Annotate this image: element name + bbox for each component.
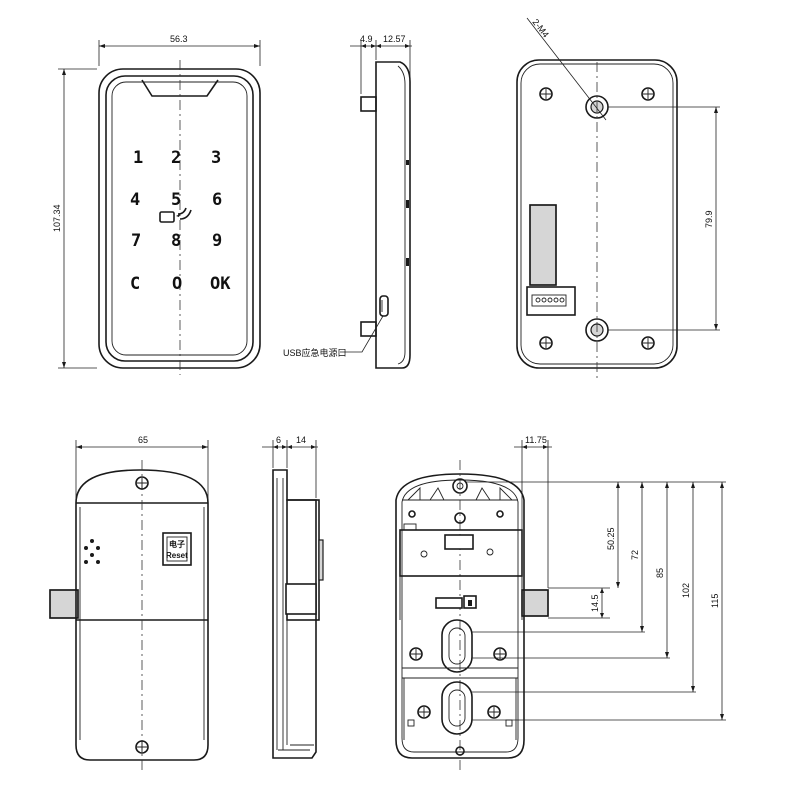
key-6[interactable]: 6 — [212, 190, 222, 210]
dim-d5-label: 115 — [710, 594, 720, 608]
dim-plate-chain: 50.25 72 85 102 115 14.5 — [466, 481, 726, 721]
reset-card-bottom-label: Reset — [166, 551, 188, 560]
key-4[interactable]: 4 — [130, 190, 140, 210]
internal-plate-view: 50.25 72 85 102 115 14.5 11.75 — [395, 435, 726, 772]
dim-front-width: 56.3 — [98, 34, 261, 66]
dim-side-b-label: 14 — [296, 435, 306, 445]
usb-port-label: USB应急电源口 — [283, 347, 347, 358]
reset-card[interactable]: 电子 Reset — [162, 532, 192, 566]
connector-pins — [535, 297, 565, 303]
dim-back-width-label: 65 — [138, 435, 148, 445]
dim-side-bottom: 6 14 — [262, 435, 318, 498]
top-ribs — [402, 486, 518, 501]
key-2[interactable]: 2 — [171, 148, 181, 168]
side-view-bottom: 6 14 — [262, 435, 324, 759]
corner-screws — [539, 87, 655, 350]
key-ok[interactable]: OK — [210, 274, 231, 294]
key-5[interactable]: 5 — [171, 190, 181, 210]
front-view: 1 2 3 4 5 6 7 8 9 C O OK 56.3 — [52, 34, 261, 375]
dim-front-height-label: 107.34 — [52, 204, 62, 232]
back-housing-view: 电子 Reset 65 — [49, 435, 209, 772]
dim-front-width-label: 56.3 — [170, 34, 188, 44]
key-9[interactable]: 9 — [212, 231, 222, 251]
dim-side-a-label: 6 — [276, 435, 281, 445]
dim-side-depth-label: 12.57 — [383, 34, 406, 44]
speaker-dots — [84, 539, 100, 564]
dim-back-width: 65 — [75, 435, 209, 500]
dim-plate-offset: 11.75 — [514, 435, 552, 588]
dim-d1-label: 50.25 — [606, 527, 616, 550]
key-c[interactable]: C — [130, 274, 140, 294]
screw-callout-label: 2-M4 — [530, 17, 551, 39]
dim-d2-label: 72 — [630, 550, 640, 560]
key-7[interactable]: 7 — [131, 231, 141, 251]
side-view-top: USB应急电源口 4.9 12.57 — [283, 34, 412, 369]
dim-front-height: 107.34 — [52, 68, 97, 369]
dim-bolt-label: 14.5 — [590, 594, 600, 612]
key-1[interactable]: 1 — [133, 148, 143, 168]
dim-side-offset-label: 4.9 — [360, 34, 373, 44]
keypad-keys: 1 2 3 4 5 6 7 8 9 C O OK — [130, 148, 231, 294]
key-8[interactable]: 8 — [171, 231, 181, 251]
dim-hole-spacing: 79.9 — [608, 106, 720, 331]
dim-plate-offset-label: 11.75 — [525, 435, 547, 445]
dim-side-depth: 4.9 12.57 — [350, 34, 412, 94]
dim-hole-spacing-label: 79.9 — [704, 210, 714, 228]
key-o[interactable]: O — [172, 274, 182, 294]
key-3[interactable]: 3 — [211, 148, 221, 168]
rear-plate-view: 2-M4 79.9 — [516, 17, 720, 380]
usb-port-icon — [379, 295, 389, 317]
reset-card-top-label: 电子 — [169, 539, 185, 549]
card-reader-icon — [159, 207, 192, 223]
dim-d3-label: 85 — [655, 568, 665, 578]
dim-d4-label: 102 — [681, 583, 691, 598]
